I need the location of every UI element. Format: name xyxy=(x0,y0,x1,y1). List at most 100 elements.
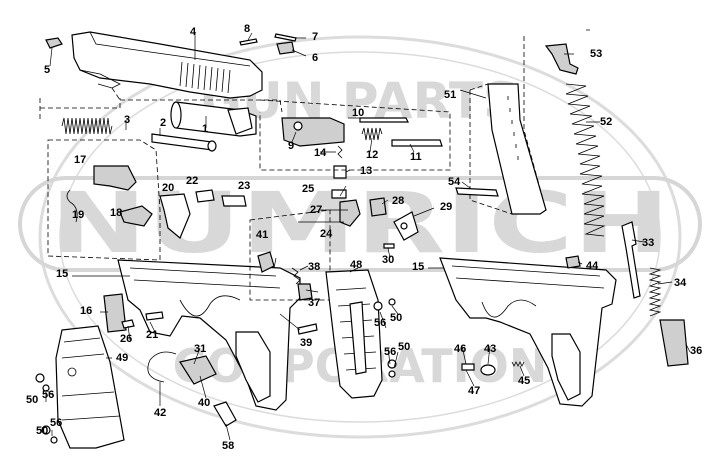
callout-50-d: 50 xyxy=(398,341,411,353)
callout-8: 8 xyxy=(244,23,251,35)
extractor-spring-plunger xyxy=(333,165,347,179)
pin xyxy=(383,243,395,249)
callout-26: 26 xyxy=(120,333,133,345)
callout-23: 23 xyxy=(238,180,251,192)
callout-21: 21 xyxy=(146,329,159,341)
callout-5: 5 xyxy=(44,64,51,76)
callout-28: 28 xyxy=(392,195,405,207)
magazine-group xyxy=(455,36,689,367)
callout-52: 52 xyxy=(600,116,613,128)
grip-screw xyxy=(373,301,383,311)
callout-3: 3 xyxy=(124,114,131,126)
callout-15-left: 15 xyxy=(56,268,69,280)
callout-30: 30 xyxy=(382,254,395,266)
callout-38: 38 xyxy=(308,261,321,273)
recoil-spring-guide xyxy=(151,133,213,151)
callout-18: 18 xyxy=(110,207,123,219)
grip-panel-left xyxy=(55,325,125,449)
slide-group xyxy=(39,31,451,179)
frame-center-group xyxy=(35,189,419,449)
callout-14: 14 xyxy=(314,147,327,159)
firing-pin xyxy=(359,117,409,123)
callout-56-b: 56 xyxy=(50,417,63,429)
callout-33: 33 xyxy=(642,237,655,249)
slide-serrations xyxy=(179,61,231,94)
callout-49: 49 xyxy=(116,352,129,364)
callout-12: 12 xyxy=(366,149,379,161)
callout-48: 48 xyxy=(350,259,363,271)
callout-2: 2 xyxy=(160,117,167,129)
callout-13: 13 xyxy=(360,165,373,177)
callout-42: 42 xyxy=(154,407,167,419)
callout-40: 40 xyxy=(198,397,211,409)
slide xyxy=(71,31,263,99)
leader-lines xyxy=(41,29,691,441)
magazine-base xyxy=(659,319,689,367)
frame-insert xyxy=(565,255,581,269)
callout-54: 54 xyxy=(448,176,461,188)
takedown-lever xyxy=(297,283,313,301)
magazine-follower xyxy=(455,187,499,197)
hammer-strut xyxy=(195,189,215,203)
callout-34: 34 xyxy=(674,277,687,289)
disconnector xyxy=(221,195,247,207)
callout-4: 4 xyxy=(190,26,197,38)
magazine-catch xyxy=(257,251,275,273)
callout-1: 1 xyxy=(202,123,209,135)
callout-53: 53 xyxy=(590,48,603,60)
watermark-line2: NUMRICH xyxy=(50,174,670,272)
callout-16: 16 xyxy=(80,305,93,317)
magazine-release xyxy=(179,355,217,385)
callout-10: 10 xyxy=(352,107,365,119)
rear-sight xyxy=(276,41,295,55)
trigger-box-outline xyxy=(47,139,161,261)
spring xyxy=(511,361,525,367)
callout-17: 17 xyxy=(74,154,87,166)
pin xyxy=(274,33,297,42)
callout-56-d: 56 xyxy=(384,346,397,358)
callout-19: 19 xyxy=(72,209,85,221)
hammer xyxy=(159,193,191,239)
front-sight xyxy=(45,37,63,49)
recoil-spring xyxy=(61,117,113,135)
frame-right-group xyxy=(439,255,617,407)
firing-pin-block-lever xyxy=(339,199,361,227)
callout-24: 24 xyxy=(320,228,333,240)
callout-44: 44 xyxy=(586,260,599,272)
lanyard-loop xyxy=(213,401,237,427)
ring-spring xyxy=(147,351,177,383)
grip-insert xyxy=(349,301,367,375)
callout-6: 6 xyxy=(312,52,319,64)
magazine-catch-spring xyxy=(648,267,662,317)
grip-screw-washer xyxy=(388,298,396,306)
grip-screw-washer xyxy=(388,370,396,378)
callout-58: 58 xyxy=(222,440,235,452)
grip-window xyxy=(235,331,271,403)
callout-56-a: 56 xyxy=(42,389,55,401)
extractor xyxy=(391,139,443,147)
callout-20: 20 xyxy=(162,182,175,194)
pin xyxy=(331,189,347,199)
callout-41: 41 xyxy=(256,229,269,241)
callout-43: 43 xyxy=(484,343,497,355)
pin xyxy=(461,363,475,371)
callout-25: 25 xyxy=(302,183,315,195)
callout-7: 7 xyxy=(312,31,319,43)
callout-50-a: 50 xyxy=(26,394,39,406)
frame-left-group xyxy=(47,139,247,261)
callout-31: 31 xyxy=(194,343,207,355)
callout-9: 9 xyxy=(288,140,295,152)
grip-screw-washer xyxy=(50,436,58,444)
callout-56-c: 56 xyxy=(374,317,387,329)
pin xyxy=(121,319,135,329)
magazine-tube xyxy=(487,83,547,215)
callout-11: 11 xyxy=(410,151,422,163)
callout-50-b: 50 xyxy=(36,425,49,437)
ejector xyxy=(369,197,387,217)
trigger-bar xyxy=(119,205,153,227)
magazine-follower-top xyxy=(544,43,579,75)
callout-39: 39 xyxy=(300,337,313,349)
callout-29: 29 xyxy=(440,201,453,213)
pin xyxy=(145,311,164,321)
callout-51: 51 xyxy=(444,89,457,101)
